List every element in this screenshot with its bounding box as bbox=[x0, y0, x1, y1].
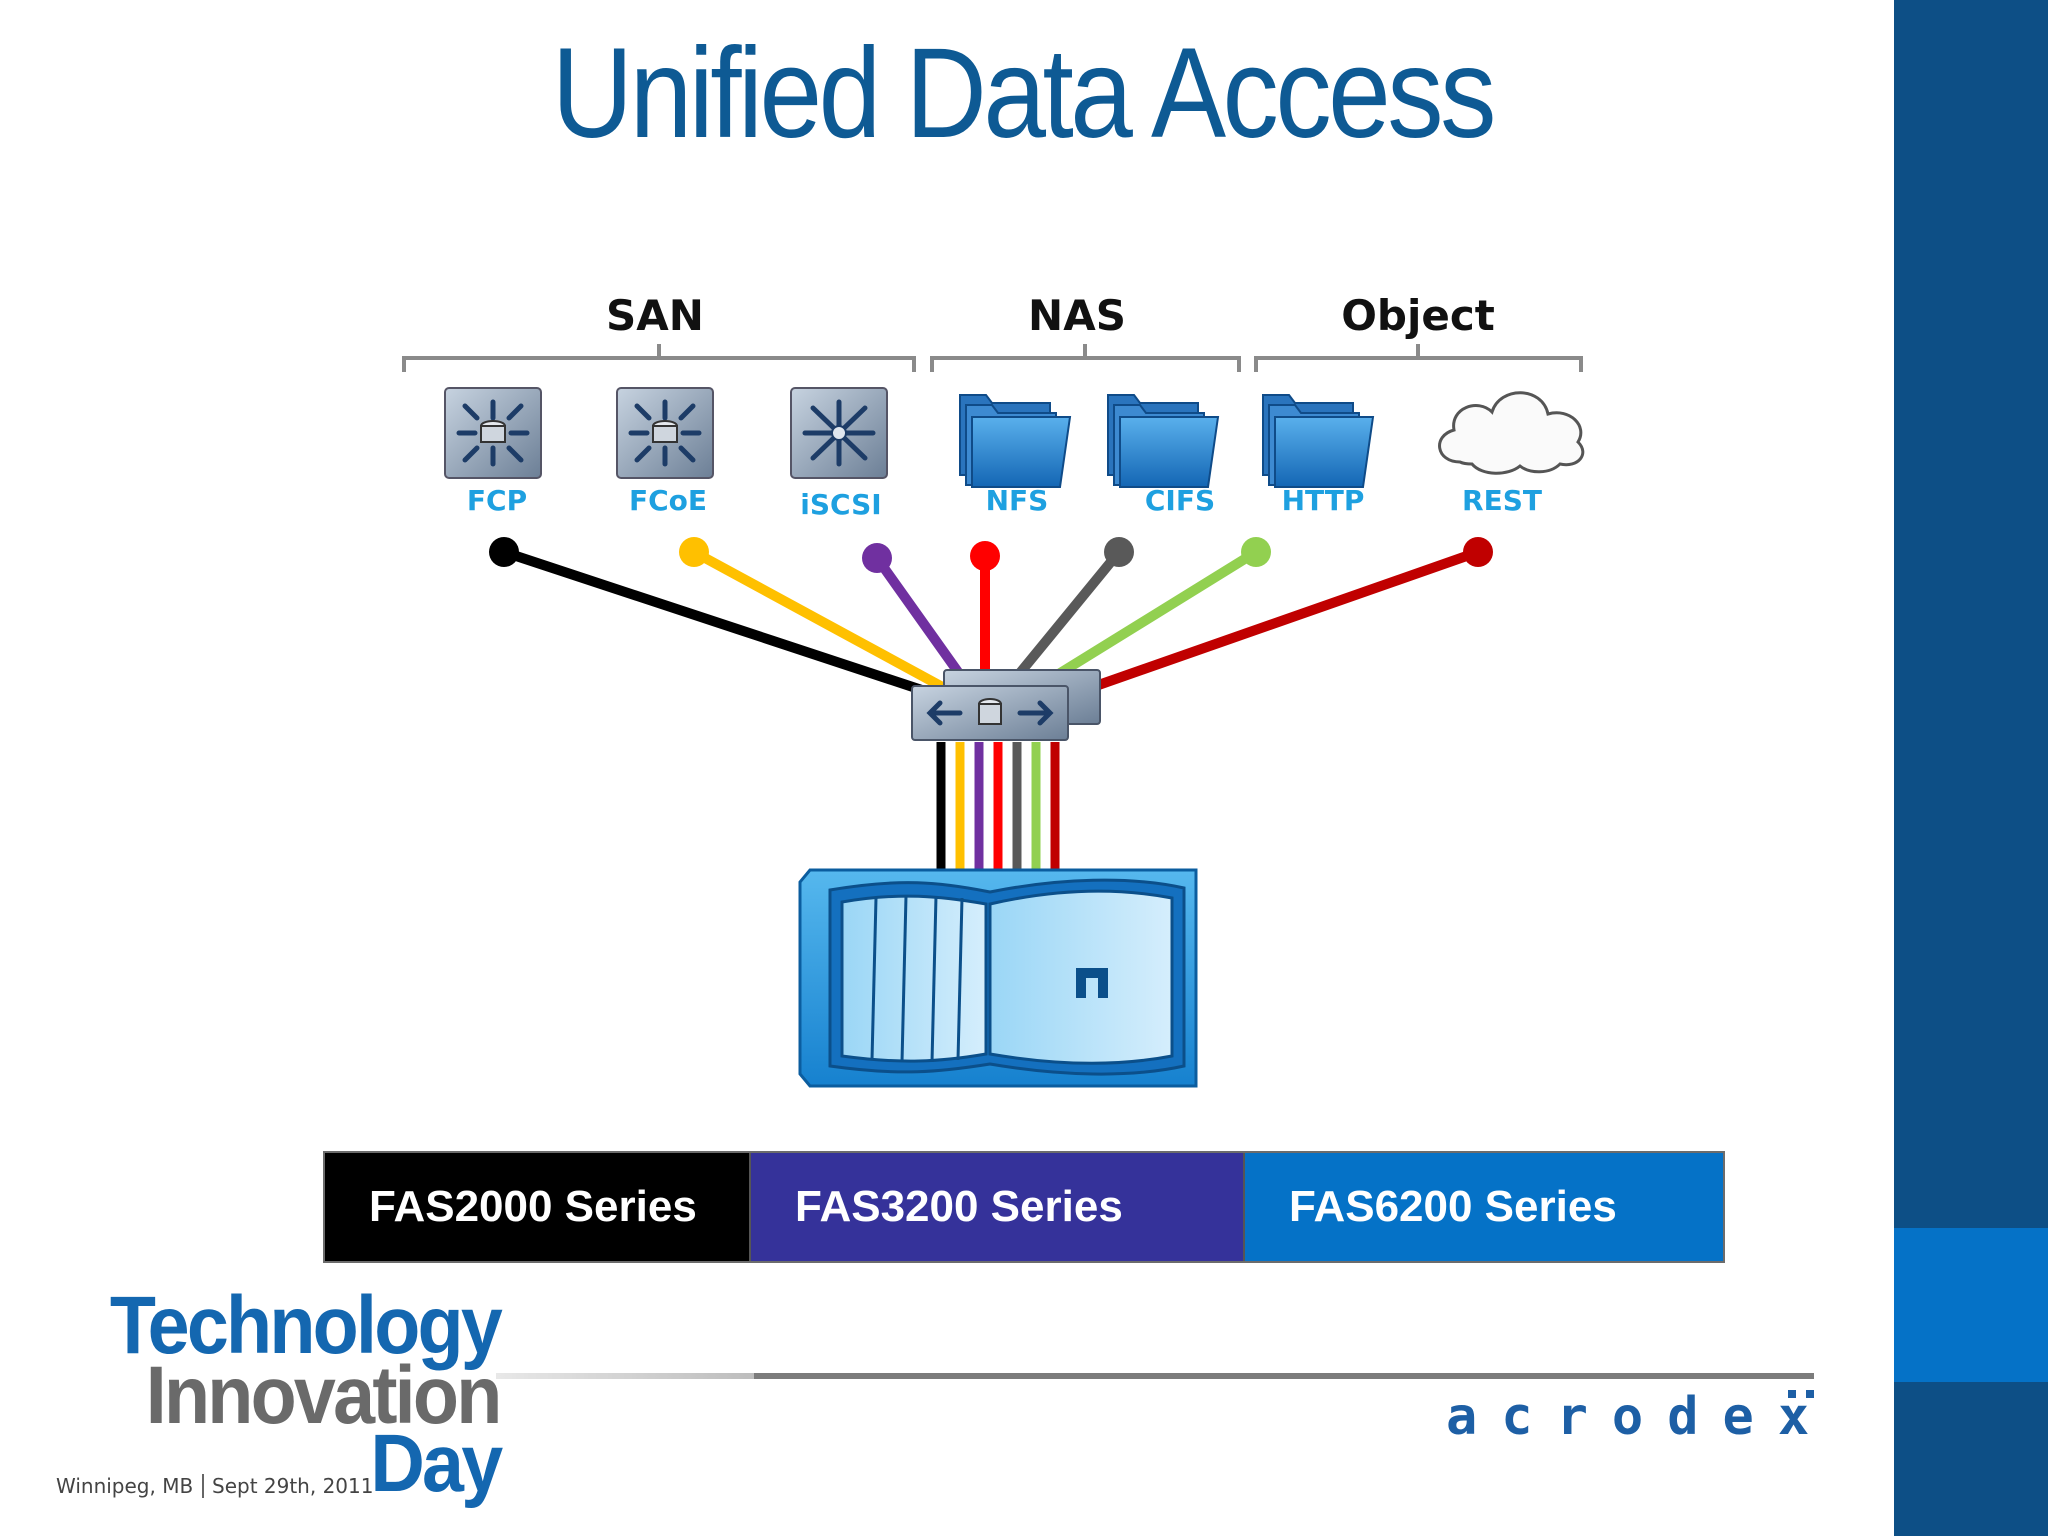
acrodex-brand: acrodex bbox=[1446, 1387, 1834, 1447]
bracket-nas bbox=[930, 356, 1241, 372]
protocol-label-fcp: FCP bbox=[467, 484, 527, 517]
endpoint-http bbox=[1241, 537, 1271, 567]
slide-title: Unified Data Access bbox=[551, 22, 1497, 165]
fcp-switch-icon bbox=[444, 387, 542, 479]
cable-fcp bbox=[499, 547, 945, 701]
storage-system-icon bbox=[798, 868, 1198, 1088]
cable-cifs bbox=[1001, 547, 1124, 695]
protocol-label-nfs: NFS bbox=[986, 484, 1049, 517]
cable-endpoints bbox=[489, 537, 1493, 573]
endpoint-cifs bbox=[1104, 537, 1134, 567]
controller-switch-icon bbox=[911, 669, 1101, 741]
group-label-object: Object bbox=[1341, 291, 1495, 340]
right-side-band-accent bbox=[1894, 1228, 2048, 1382]
logo-line-day: Day bbox=[369, 1418, 503, 1509]
group-label-san: SAN bbox=[606, 291, 704, 340]
protocol-cables bbox=[499, 547, 1483, 701]
endpoint-nfs bbox=[970, 541, 1000, 571]
group-brackets bbox=[402, 344, 1583, 372]
endpoint-iscsi bbox=[862, 543, 892, 573]
event-place: Winnipeg, MB bbox=[56, 1474, 194, 1498]
storage-cables bbox=[936, 742, 1060, 872]
fcoe-switch-icon bbox=[616, 387, 714, 479]
endpoint-fcp bbox=[489, 537, 519, 567]
protocol-label-rest: REST bbox=[1462, 484, 1542, 517]
cable-rest bbox=[1085, 547, 1483, 693]
bracket-san bbox=[402, 356, 916, 372]
footer-rule-dark bbox=[754, 1373, 1814, 1379]
series-fas2000: FAS2000 Series bbox=[325, 1153, 751, 1261]
cable-http bbox=[1031, 547, 1261, 693]
series-fas3200: FAS3200 Series bbox=[751, 1153, 1245, 1261]
protocol-label-iscsi: iSCSI bbox=[800, 488, 881, 521]
event-logo: Technology Innovation Day Winnipeg, MB S… bbox=[40, 1280, 503, 1525]
rest-cloud-icon bbox=[1438, 391, 1585, 475]
protocol-label-http: HTTP bbox=[1282, 484, 1365, 517]
protocol-label-fcoe: FCoE bbox=[629, 484, 707, 517]
cable-iscsi bbox=[872, 553, 973, 691]
logo-line-technology: Technology bbox=[109, 1280, 503, 1371]
footer-rule-light bbox=[496, 1373, 754, 1379]
iscsi-switch-icon bbox=[790, 387, 888, 479]
acrodex-dots-icon bbox=[1788, 1390, 1814, 1398]
product-series-bar: FAS2000 Series FAS3200 Series FAS6200 Se… bbox=[323, 1151, 1725, 1263]
http-folder-icon bbox=[1262, 394, 1375, 488]
protocol-label-cifs: CIFS bbox=[1145, 484, 1215, 517]
event-date: Sept 29th, 2011 bbox=[202, 1474, 373, 1498]
series-fas6200: FAS6200 Series bbox=[1245, 1153, 1723, 1261]
endpoint-fcoe bbox=[679, 537, 709, 567]
cifs-folder-icon bbox=[1107, 394, 1220, 488]
bracket-object bbox=[1254, 356, 1583, 372]
cable-fcoe bbox=[689, 547, 953, 695]
group-label-nas: NAS bbox=[1028, 291, 1126, 340]
nfs-folder-icon bbox=[959, 394, 1072, 488]
logo-line-innovation: Innovation bbox=[146, 1350, 503, 1441]
endpoint-rest bbox=[1463, 537, 1493, 567]
